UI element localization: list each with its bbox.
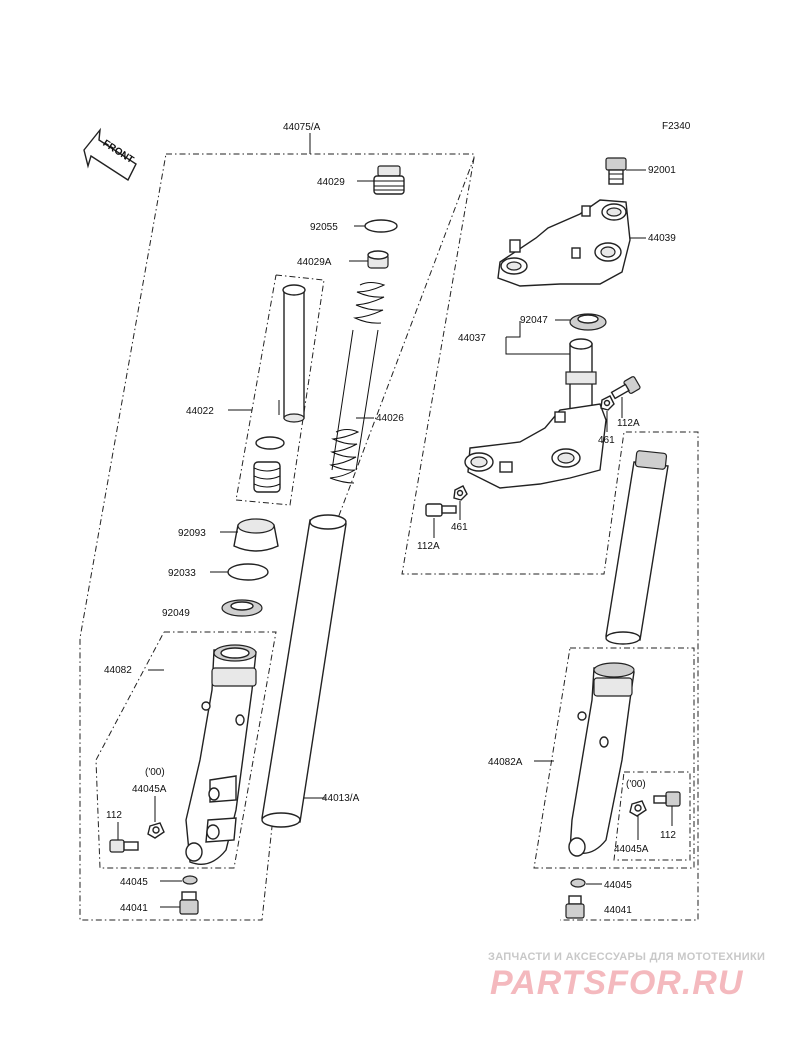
label-44075A: 44075/A (283, 122, 321, 133)
label-44013A: 44013/A (322, 793, 360, 804)
label-44082A: 44082A (488, 757, 523, 768)
label-44039: 44039 (648, 233, 676, 244)
label-44026: 44026 (376, 413, 404, 424)
label-112A-lower: 112A (417, 541, 440, 552)
label-44037: 44037 (458, 333, 486, 344)
label-112-right: 112 (660, 830, 676, 841)
label-92033: 92033 (168, 568, 196, 579)
watermark-tagline: ЗАПЧАСТИ И АКСЕССУАРЫ ДЛЯ МОТОТЕХНИКИ (488, 951, 765, 963)
label-92049: 92049 (162, 608, 190, 619)
label-92055: 92055 (310, 222, 338, 233)
upper-bracket-44039 (497, 199, 631, 287)
label-44022: 44022 (186, 406, 214, 417)
bolt-112A-lower (425, 503, 457, 517)
outer-tube-44082A (568, 662, 635, 857)
label-year-left: ('00) (145, 767, 165, 778)
label-year-right: ('00) (626, 779, 646, 790)
collar-44029A (367, 250, 389, 269)
gasket-44045-left (182, 875, 198, 885)
stem-group-outline (401, 157, 699, 921)
label-44082: 44082 (104, 665, 132, 676)
figure-code: F2340 (662, 121, 691, 132)
outer-tube-left-outline (95, 631, 277, 869)
label-44029: 44029 (317, 177, 345, 188)
label-44045-right: 44045 (604, 880, 632, 891)
gasket-44045-right (570, 878, 586, 888)
label-92001: 92001 (648, 165, 676, 176)
bolt-112-left (109, 839, 139, 853)
outer-tube-44082 (185, 644, 257, 865)
oil-seal-92049 (221, 599, 263, 617)
bolt-112-right (653, 791, 681, 807)
inner-tube-right (605, 450, 669, 645)
label-112A-upper: 112A (617, 418, 640, 429)
socket-bolt-44041-left (179, 891, 199, 915)
cap-bolt-44029 (373, 165, 405, 195)
label-112-left: 112 (106, 810, 122, 821)
dust-seal-92093 (233, 518, 279, 552)
socket-bolt-44041-right (565, 895, 585, 919)
label-44045A-left: 44045A (132, 784, 167, 795)
stem-seal-92047 (569, 313, 607, 331)
oring-92055 (364, 219, 398, 233)
label-44041-right: 44041 (604, 905, 632, 916)
spring-44026 (329, 282, 386, 484)
year-right-outline (613, 771, 691, 861)
outer-tube-right-outline (533, 647, 695, 869)
cap-44045A-right (629, 800, 647, 817)
label-92047: 92047 (520, 315, 548, 326)
upper-bolt-92001 (605, 157, 627, 185)
cap-44045A-left (147, 822, 165, 839)
label-461-upper: 461 (598, 435, 615, 446)
watermark-brand: PARTSFOR.RU (490, 964, 744, 1002)
nut-461-upper (600, 395, 615, 411)
steering-stem-44037 (464, 338, 607, 489)
label-461-lower: 461 (451, 522, 468, 533)
cylinder-group-outline (235, 274, 325, 506)
label-44045A-right: 44045A (614, 844, 649, 855)
label-44041-left: 44041 (120, 903, 148, 914)
inner-tube-44013A (261, 514, 347, 828)
bolt-112A-upper (610, 376, 641, 400)
front-arrow-icon: FRONT (83, 127, 137, 182)
snap-ring-92033 (227, 563, 269, 581)
cylinder-44022 (253, 284, 306, 493)
nut-461-lower (453, 485, 468, 501)
label-44029A: 44029A (297, 257, 332, 268)
label-44045-left: 44045 (120, 877, 148, 888)
label-92093: 92093 (178, 528, 206, 539)
